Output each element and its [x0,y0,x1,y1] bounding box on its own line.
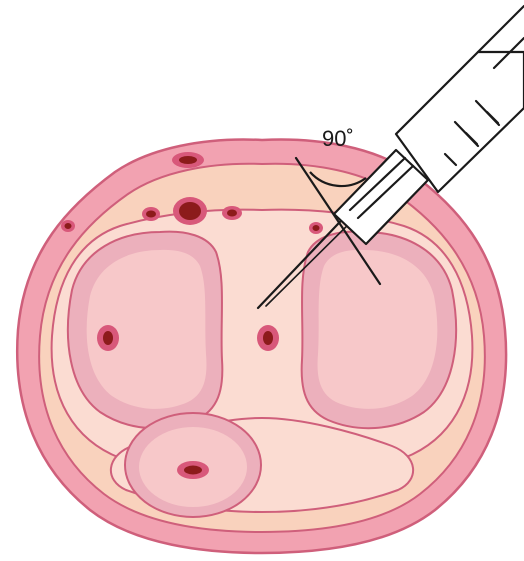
dorsal-nerve-right-lumen [313,225,320,231]
dorsal-artery-left-lumen [146,211,156,218]
deep-dorsal-vein-lumen [179,202,201,220]
urethra-lumen [184,466,202,475]
deep-artery-left-lumen [103,331,113,345]
penis-cross-section [17,140,506,553]
dorsal-nerve-left-lumen [65,223,72,229]
corpus-cavernosum-right [318,250,438,409]
deep-artery-right-lumen [263,331,273,345]
superficial-dorsal-vein-lumen [179,156,197,164]
dorsal-artery-right-lumen [227,210,237,217]
angle-label: 90˚ [322,126,354,151]
